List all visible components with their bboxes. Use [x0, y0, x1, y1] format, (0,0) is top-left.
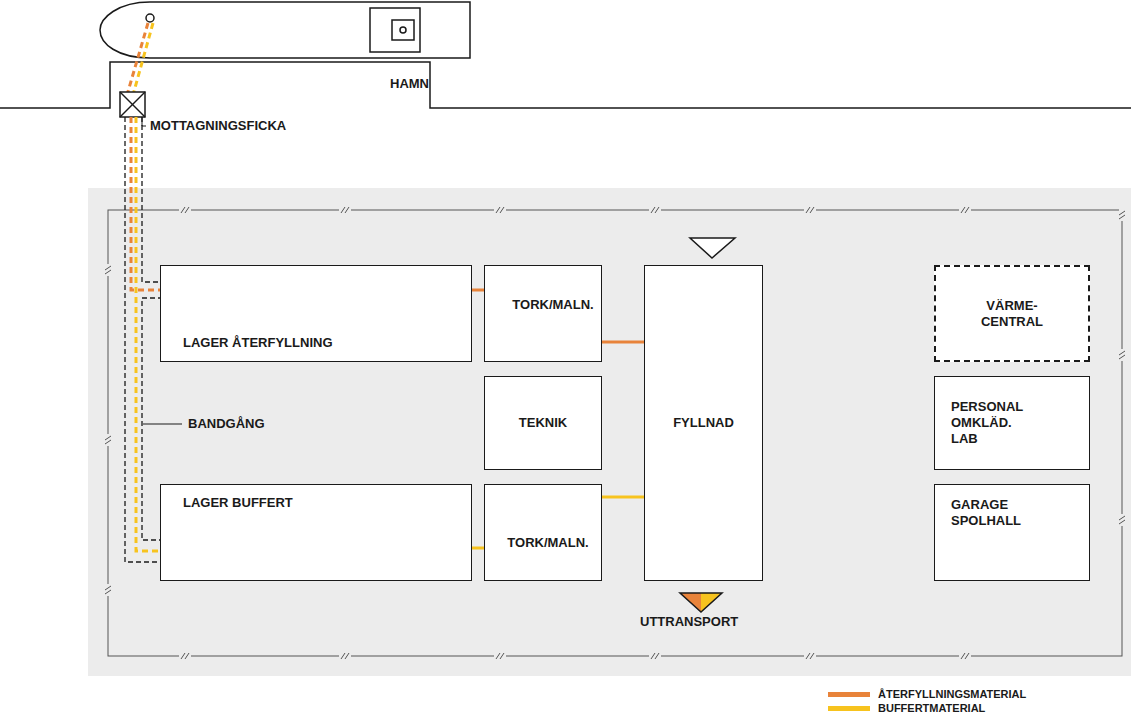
legend-text: ÅTERFYLLNINGSMATERIAL: [878, 688, 1026, 701]
storage-box: LAGER ÅTERFYLLNING: [160, 265, 472, 362]
area-label: UTTRANSPORT: [640, 614, 738, 630]
box-label: VÄRME- CENTRAL: [972, 298, 1052, 330]
break-mark: [105, 264, 111, 276]
box-label: TEKNIK: [519, 415, 567, 431]
site-boundary: [105, 207, 1125, 659]
building-box: TEKNIK: [484, 376, 602, 470]
exit-triangle: [680, 593, 722, 612]
unload-line: [133, 23, 153, 95]
ship: [100, 2, 470, 58]
break-mark: [649, 653, 661, 659]
break-mark: [105, 434, 111, 446]
building-box: VÄRME- CENTRAL: [934, 265, 1090, 362]
entry-triangle: [690, 238, 735, 258]
legend-text: BUFFERTMATERIAL: [878, 702, 985, 715]
break-mark: [179, 653, 191, 659]
box-label: FYLLNAD: [673, 415, 734, 431]
box-label: PERSONAL OMKLÄD. LAB: [951, 399, 1041, 447]
box-label: LAGER BUFFERT: [183, 495, 293, 511]
box-label: GARAGE SPOLHALL: [951, 497, 1041, 529]
process-box: TORK/MALN.: [484, 265, 602, 362]
break-mark: [804, 653, 816, 659]
break-mark: [959, 653, 971, 659]
break-mark: [494, 653, 506, 659]
box-label: LAGER ÅTERFYLLNING: [183, 335, 333, 351]
legend-item: BUFFERTMATERIAL: [828, 702, 985, 715]
break-mark: [649, 207, 661, 213]
break-mark: [1119, 349, 1125, 361]
legend-swatch: [828, 706, 870, 711]
box-label: TORK/MALN.: [507, 535, 588, 551]
break-mark: [804, 207, 816, 213]
break-mark: [494, 207, 506, 213]
break-mark: [1119, 514, 1125, 526]
legend-swatch: [828, 692, 870, 697]
legend-item: ÅTERFYLLNINGSMATERIAL: [828, 688, 1026, 701]
receiving-pocket: [120, 92, 145, 117]
quay-edge: [0, 62, 1131, 108]
break-mark: [105, 584, 111, 596]
break-mark: [339, 207, 351, 213]
callout-label: BANDGÅNG: [188, 416, 265, 432]
storage-box: LAGER BUFFERT: [160, 484, 472, 581]
break-mark: [179, 207, 191, 213]
break-mark: [1119, 209, 1125, 221]
area-label: HAMN: [390, 76, 429, 92]
process-box: FYLLNAD: [644, 265, 763, 581]
box-label: TORK/MALN.: [512, 297, 593, 313]
leader-line: [143, 424, 182, 425]
break-mark: [339, 653, 351, 659]
callout-label: MOTTAGNINGSFICKA: [150, 118, 286, 134]
site-ground: [88, 188, 1131, 676]
building-box: PERSONAL OMKLÄD. LAB: [934, 376, 1090, 470]
process-box: TORK/MALN.: [484, 484, 602, 581]
building-box: GARAGE SPOLHALL: [934, 484, 1090, 581]
break-mark: [959, 207, 971, 213]
